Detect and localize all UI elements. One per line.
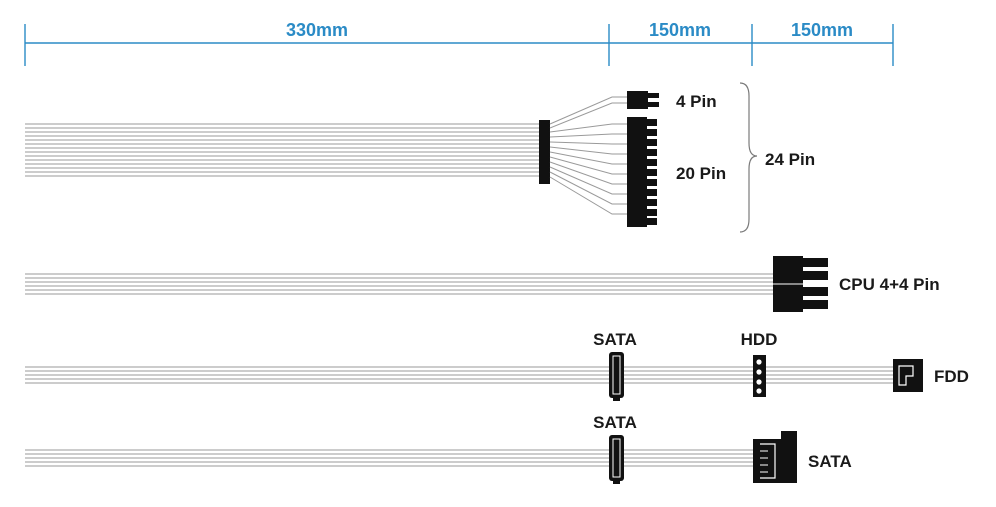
- sata-cable-bundle: [25, 449, 754, 467]
- sata-inline-connector-1: [609, 352, 624, 401]
- cpu-4plus4-connector: [773, 256, 828, 312]
- cpu-cable-bundle: [25, 273, 774, 295]
- label-hdd: HDD: [741, 330, 778, 349]
- dimension-label-330: 330mm: [286, 20, 348, 40]
- atx-20pin-connector: [627, 117, 657, 227]
- label-sata-inline-1: SATA: [593, 330, 637, 349]
- label-sata-end: SATA: [808, 452, 852, 471]
- hdd-molex-connector: [753, 355, 766, 397]
- dimension-label-150-a: 150mm: [649, 20, 711, 40]
- 24-pin-brace: [739, 82, 758, 233]
- sata-inline-connector-2: [609, 435, 624, 484]
- dimension-bar: 330mm 150mm 150mm: [24, 20, 894, 66]
- atx-24pin-cable: 4 Pin 20 Pin 24 Pin: [25, 82, 815, 233]
- label-24-pin: 24 Pin: [765, 150, 815, 169]
- label-fdd: FDD: [934, 367, 969, 386]
- sata-cable: SATA SATA: [25, 413, 852, 484]
- label-20-pin: 20 Pin: [676, 164, 726, 183]
- label-cpu-4plus4-pin: CPU 4+4 Pin: [839, 275, 940, 294]
- dimension-label-150-b: 150mm: [791, 20, 853, 40]
- fdd-connector: [893, 359, 923, 392]
- peripheral-cable-bundle: [25, 366, 893, 384]
- atx-cable-bundle: [25, 123, 540, 177]
- peripheral-cable: SATA HDD FDD: [25, 330, 969, 401]
- label-sata-inline-2: SATA: [593, 413, 637, 432]
- atx-fanout-wires: [549, 96, 628, 215]
- sata-end-connector: [753, 431, 797, 483]
- atx-cable-clamp: [539, 120, 550, 184]
- label-4-pin: 4 Pin: [676, 92, 717, 111]
- cpu-cable: CPU 4+4 Pin: [25, 256, 940, 312]
- atx-4pin-connector: [627, 91, 659, 109]
